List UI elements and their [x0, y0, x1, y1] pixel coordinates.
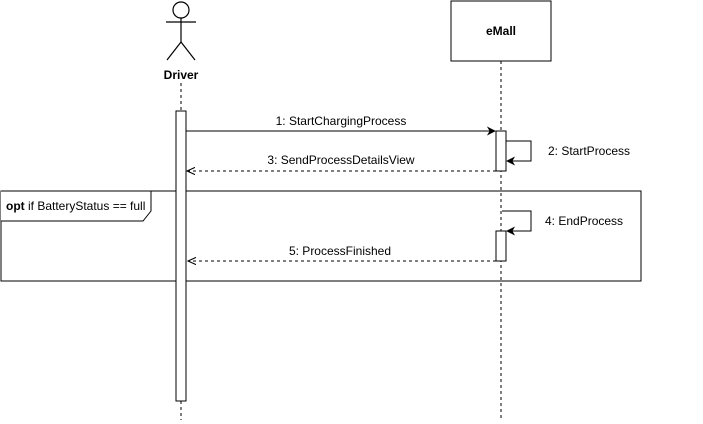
opt-guard: if BatteryStatus == full	[25, 199, 146, 213]
actor-head-icon	[172, 1, 190, 19]
actor-left-leg	[166, 41, 182, 61]
message-2-arrow	[506, 140, 532, 166]
message-2-label: 2: StartProcess	[548, 144, 630, 158]
opt-fragment-tab	[1, 190, 152, 222]
message-4-label: 4: EndProcess	[545, 214, 623, 228]
message-3-label: 3: SendProcessDetailsView	[267, 153, 415, 167]
message-5-label: 5: ProcessFinished	[289, 244, 391, 258]
emall-activation-2	[495, 230, 507, 262]
driver-label: Driver	[164, 68, 199, 82]
opt-fragment	[0, 190, 642, 282]
opt-fragment-label: opt if BatteryStatus == full	[6, 199, 145, 213]
emall-label: eMall	[486, 24, 516, 38]
emall-box	[450, 0, 552, 62]
driver-activation	[175, 110, 187, 402]
message-1-label: 1: StartChargingProcess	[276, 114, 407, 128]
actor-right-leg	[180, 41, 196, 61]
driver-actor	[166, 1, 196, 61]
emall-activation-1	[495, 130, 507, 172]
message-4-arrow	[502, 210, 532, 236]
opt-keyword: opt	[6, 199, 25, 213]
